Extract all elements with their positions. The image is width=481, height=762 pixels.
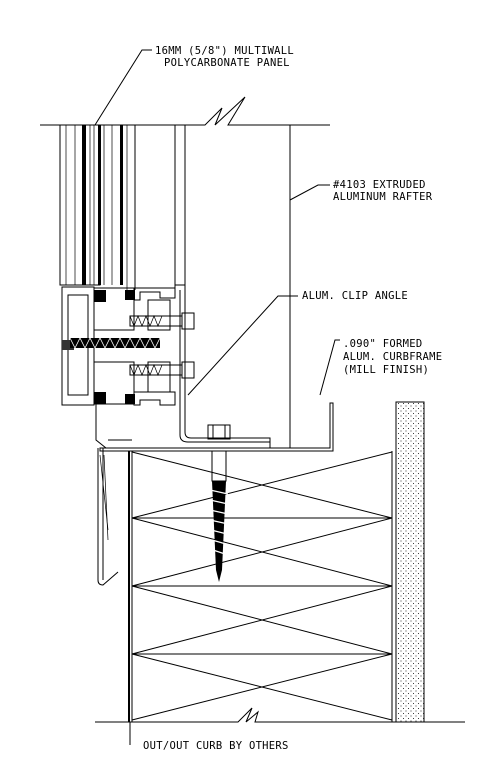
polycarbonate-panel xyxy=(59,124,176,290)
label-panel-line2: POLYCARBONATE PANEL xyxy=(164,57,290,69)
label-curb-line2: ALUM. CURBFRAME xyxy=(343,351,442,363)
label-curb-line1: .090" FORMED xyxy=(343,338,422,350)
fastener-screws xyxy=(69,312,195,379)
lag-bolt xyxy=(207,424,231,582)
side-block xyxy=(395,401,425,723)
leader-lines xyxy=(94,49,340,396)
wood-curb xyxy=(128,451,393,722)
label-rafter-line1: #4103 EXTRUDED xyxy=(333,179,426,191)
aluminum-rafter xyxy=(184,125,291,448)
label-curb-bottom: OUT/OUT CURB BY OTHERS xyxy=(143,740,289,752)
clip-angle xyxy=(175,284,271,448)
label-panel-line1: 16MM (5/8") MULTIWALL xyxy=(155,45,294,57)
curbframe xyxy=(95,402,334,586)
label-curb-line3: (MILL FINISH) xyxy=(343,364,429,376)
label-clip-angle: ALUM. CLIP ANGLE xyxy=(302,290,408,302)
label-rafter-line2: ALUMINUM RAFTER xyxy=(333,191,433,203)
top-break-line xyxy=(40,96,330,126)
bottom-break-line xyxy=(95,707,465,745)
